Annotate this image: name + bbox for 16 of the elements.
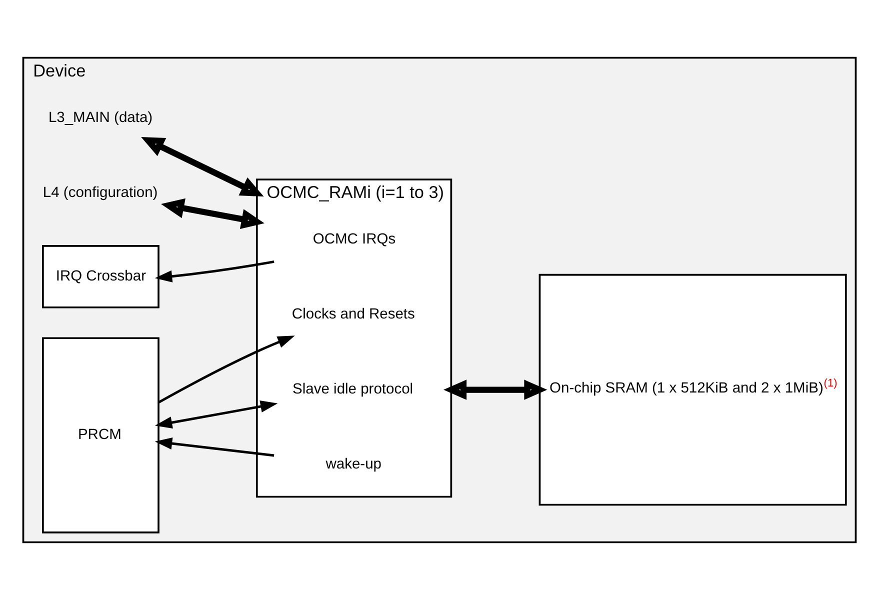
node-text: L4 (configuration) [42, 184, 158, 200]
node-box: On-chip SRAM (1 x 512KiB and 2 x 1MiB)$^{(1)}$ [538, 273, 847, 506]
arrow [444, 379, 548, 400]
node-box: IRQ Crossbar [42, 244, 160, 308]
arrow [141, 136, 264, 196]
arrow [154, 260, 274, 282]
node-text: OCMC IRQs [312, 231, 396, 248]
arrow [154, 400, 278, 428]
node-text: Clocks and Resets [292, 306, 415, 322]
node-text: Slave idle protocol [292, 381, 414, 398]
node-text: L3_MAIN (data) [48, 109, 153, 126]
arrow [160, 198, 264, 228]
node-box: PRCM [42, 336, 160, 533]
node-text: wake-up [326, 456, 382, 472]
arrow [158, 335, 295, 403]
arrow [154, 437, 274, 456]
